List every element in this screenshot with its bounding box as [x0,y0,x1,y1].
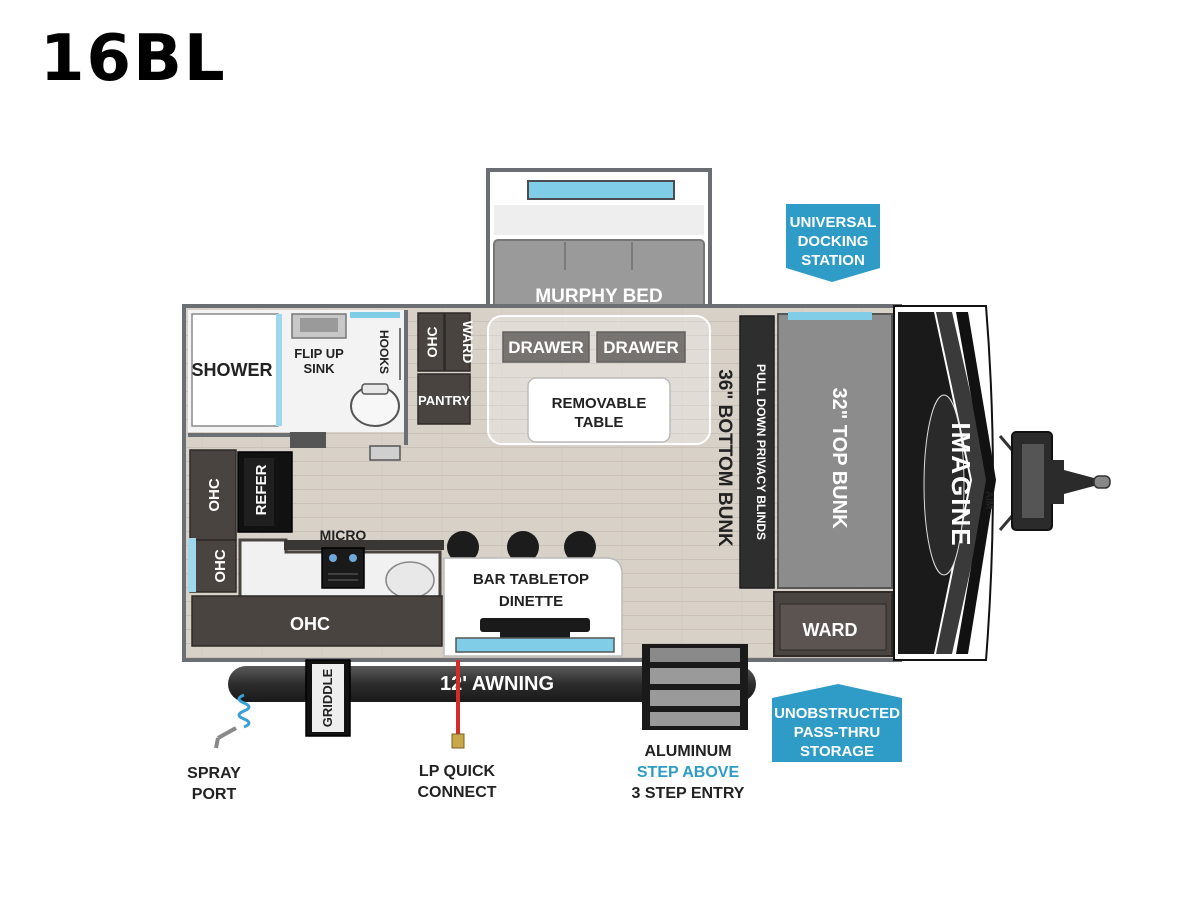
pantry-label: PANTRY [418,393,470,408]
bunk-area: PULL DOWN PRIVACY BLINDS 32" TOP BUNK WA… [739,312,893,657]
kitchen-ohc-bottom-label: OHC [290,614,330,634]
kitchen-ohc-upper-label: OHC [206,478,223,512]
entry-label-2: STEP ABOVE [637,764,740,781]
storage-label-3: STORAGE [800,743,874,760]
model-title: 16BL [40,22,227,96]
flip-up-sink-label-2: SINK [303,361,335,376]
shower-label: SHOWER [192,360,273,380]
bottom-bunk-label: 36" BOTTOM BUNK [714,369,735,547]
awning-label: 12' AWNING [440,673,554,695]
brand-logo-text: IMAGINE [946,422,976,547]
hitch [998,431,1111,531]
refer-label: REFER [253,464,270,515]
griddle-label: GRIDDLE [320,668,335,727]
entry-steps: ALUMINUM STEP ABOVE 3 STEP ENTRY [632,644,748,802]
murphy-bed-label: MURPHY BED [535,286,662,307]
flip-up-sink-label-1: FLIP UP [294,346,344,361]
spray-port-label-1: SPRAY [187,765,241,782]
spray-port: SPRAY PORT [187,693,251,803]
entry-label-3: 3 STEP ENTRY [632,785,745,802]
top-bunk-label: 32" TOP BUNK [828,387,850,529]
stove-icon [321,547,365,589]
docking-label-3: STATION [801,252,865,269]
drawer-right-label: DRAWER [603,338,679,357]
brand-sub-text: AIM [983,491,994,509]
front-cap: IMAGINE AIM [893,305,996,661]
bath-ohc-label: OHC [424,326,440,357]
bath-storage: OHC WARD PANTRY [417,312,476,425]
bar-tabletop-label-2: DINETTE [499,593,563,610]
hooks-label: HOOKS [377,330,391,374]
docking-label-2: DOCKING [798,233,869,250]
murphy-drawers: DRAWER DRAWER [502,331,686,363]
privacy-blinds-label: PULL DOWN PRIVACY BLINDS [754,364,768,540]
micro-label: MICRO [320,527,367,543]
bar-dinette: BAR TABLETOP DINETTE [443,531,623,657]
pass-thru-storage-callout: UNOBSTRUCTED PASS-THRU STORAGE [772,684,902,762]
docking-label-1: UNIVERSAL [790,214,877,231]
bath-ward-label: WARD [460,321,476,364]
lp-quick-label-2: CONNECT [417,784,496,801]
storage-label-2: PASS-THRU [794,724,880,741]
kitchen: OHC REFER OHC MICRO OHC [188,449,444,647]
kitchen-ohc-lower-label: OHC [212,549,229,583]
removable-table-label-2: TABLE [575,414,624,431]
bunk-ward-label: WARD [803,620,858,640]
awning: 12' AWNING [228,666,756,702]
removable-table-label-1: REMOVABLE [552,395,647,412]
entry-label-1: ALUMINUM [644,743,731,760]
bathroom: SHOWER FLIP UP SINK HOOKS [188,310,408,461]
lp-quick-connect: LP QUICK CONNECT [417,660,497,801]
removable-table: REMOVABLE TABLE [487,315,711,445]
bar-tabletop-label-1: BAR TABLETOP [473,571,589,588]
drawer-left-label: DRAWER [508,338,584,357]
docking-station-callout: UNIVERSAL DOCKING STATION [786,204,880,282]
kitchen-sink-icon [385,561,435,599]
griddle: GRIDDLE [305,659,351,737]
storage-label-1: UNOBSTRUCTED [774,705,900,722]
lp-quick-label-1: LP QUICK [419,763,496,780]
spray-port-label-2: PORT [192,786,237,803]
